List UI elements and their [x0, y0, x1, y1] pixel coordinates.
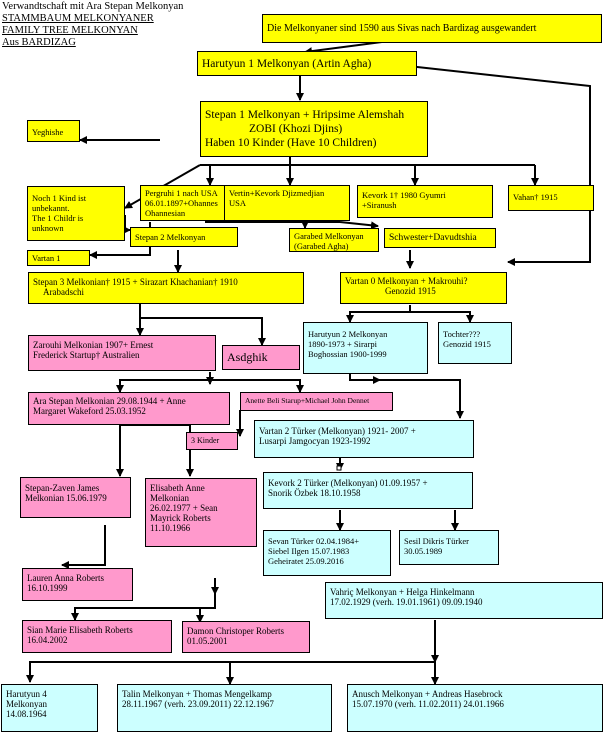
- pergruhi-box: Pergruhi 1 nach USA 06.01.1897+Ohannes O…: [140, 185, 240, 221]
- vahan-box: Vahan† 1915: [508, 185, 594, 211]
- zarouhi-box: Zarouhi Melkonian 1907+ Ernest Frederick…: [28, 335, 216, 371]
- anette-box: Anette Beli Starup+Michael John Dennet: [240, 392, 393, 411]
- vertin-box: Vertin+Kevork Djizmedjian USA: [224, 185, 350, 221]
- unknown-child-box: Noch 1 Kind ist unbekannt. The 1 Childr …: [27, 186, 125, 241]
- anusch-box: Anusch Melkonyan + Andreas Hasebrock 15.…: [347, 684, 603, 732]
- schwester-box: Schwester+Davudtshia: [384, 228, 496, 248]
- asdghik-box: Asdghik: [222, 345, 300, 370]
- sevan-box: Sevan Türker 02.04.1984+ Siebel Ilgen 15…: [263, 530, 391, 576]
- header-origin-place: Aus BARDIZAG: [2, 37, 76, 48]
- header-title: Verwandtschaft mit Ara Stepan Melkonyan: [2, 1, 184, 12]
- sian-box: Sian Marie Elisabeth Roberts 16.04.2002: [22, 620, 172, 653]
- vartan0-box: Vartan 0 Melkonyan + Makrouhi? Genozid 1…: [340, 272, 507, 304]
- origin-box: Die Melkonyaner sind 1590 aus Sivas nach…: [262, 14, 602, 43]
- harutyun4-box: Harutyun 4 Melkonyan 14.08.1964: [1, 684, 98, 732]
- kevork2-box: Kevork 2 Türker (Melkonyan) 01.09.1957 +…: [263, 472, 473, 509]
- stepan2-box: Stepan 2 Melkonyan: [130, 227, 238, 247]
- tochter-box: Tochter??? Genozid 1915: [438, 322, 512, 364]
- damon-box: Damon Christoper Roberts 01.05.2001: [182, 621, 310, 653]
- vahric-box: Vahriç Melkonyan + Helga Hinkelmann 17.0…: [325, 582, 603, 619]
- vartan2-box: Vartan 2 Türker (Melkonyan) 1921- 2007 +…: [254, 420, 474, 458]
- elisabeth-box: Elisabeth Anne Melkonian 26.02.1977 + Se…: [145, 478, 257, 547]
- header-stammbaum: STAMMBAUM MELKONYANER: [2, 13, 154, 24]
- kevork1-box: Kevork 1† 1980 Gyumri +Siranush: [357, 185, 493, 218]
- talin-box: Talin Melkonyan + Thomas Mengelkamp 28.1…: [117, 684, 332, 732]
- three-children-box: 3 Kinder: [186, 432, 238, 450]
- stepan1-box: Stepan 1 Melkonyan + Hripsime Alemshah Z…: [200, 101, 428, 157]
- stepan3-box: Stepan 3 Melkonian† 1915 + Sirazart Khac…: [28, 272, 304, 304]
- lauren-box: Lauren Anna Roberts 16.10.1999: [22, 568, 133, 601]
- header-family-tree: FAMILY TREE MELKONYAN: [2, 25, 138, 36]
- garabed-box: Garabed Melkonyan (Garabed Agha): [289, 228, 379, 252]
- vartan1-box: Vartan 1: [27, 250, 90, 266]
- stepan-zaven-box: Stepan-Zaven James Melkonian 15.06.1979: [20, 477, 131, 518]
- yeghishe-box: Yeghishe: [27, 120, 80, 142]
- harutyun2-box: Harutyun 2 Melkonyan 1890-1973 + Sirarpi…: [303, 322, 428, 374]
- sesil-box: Sesil Dikris Türker 30.05.1989: [399, 530, 499, 565]
- harutyun1-box: Harutyun 1 Melkonyan (Artin Agha): [197, 51, 417, 76]
- ara-box: Ara Stepan Melkonian 29.08.1944 + Anne M…: [28, 392, 230, 425]
